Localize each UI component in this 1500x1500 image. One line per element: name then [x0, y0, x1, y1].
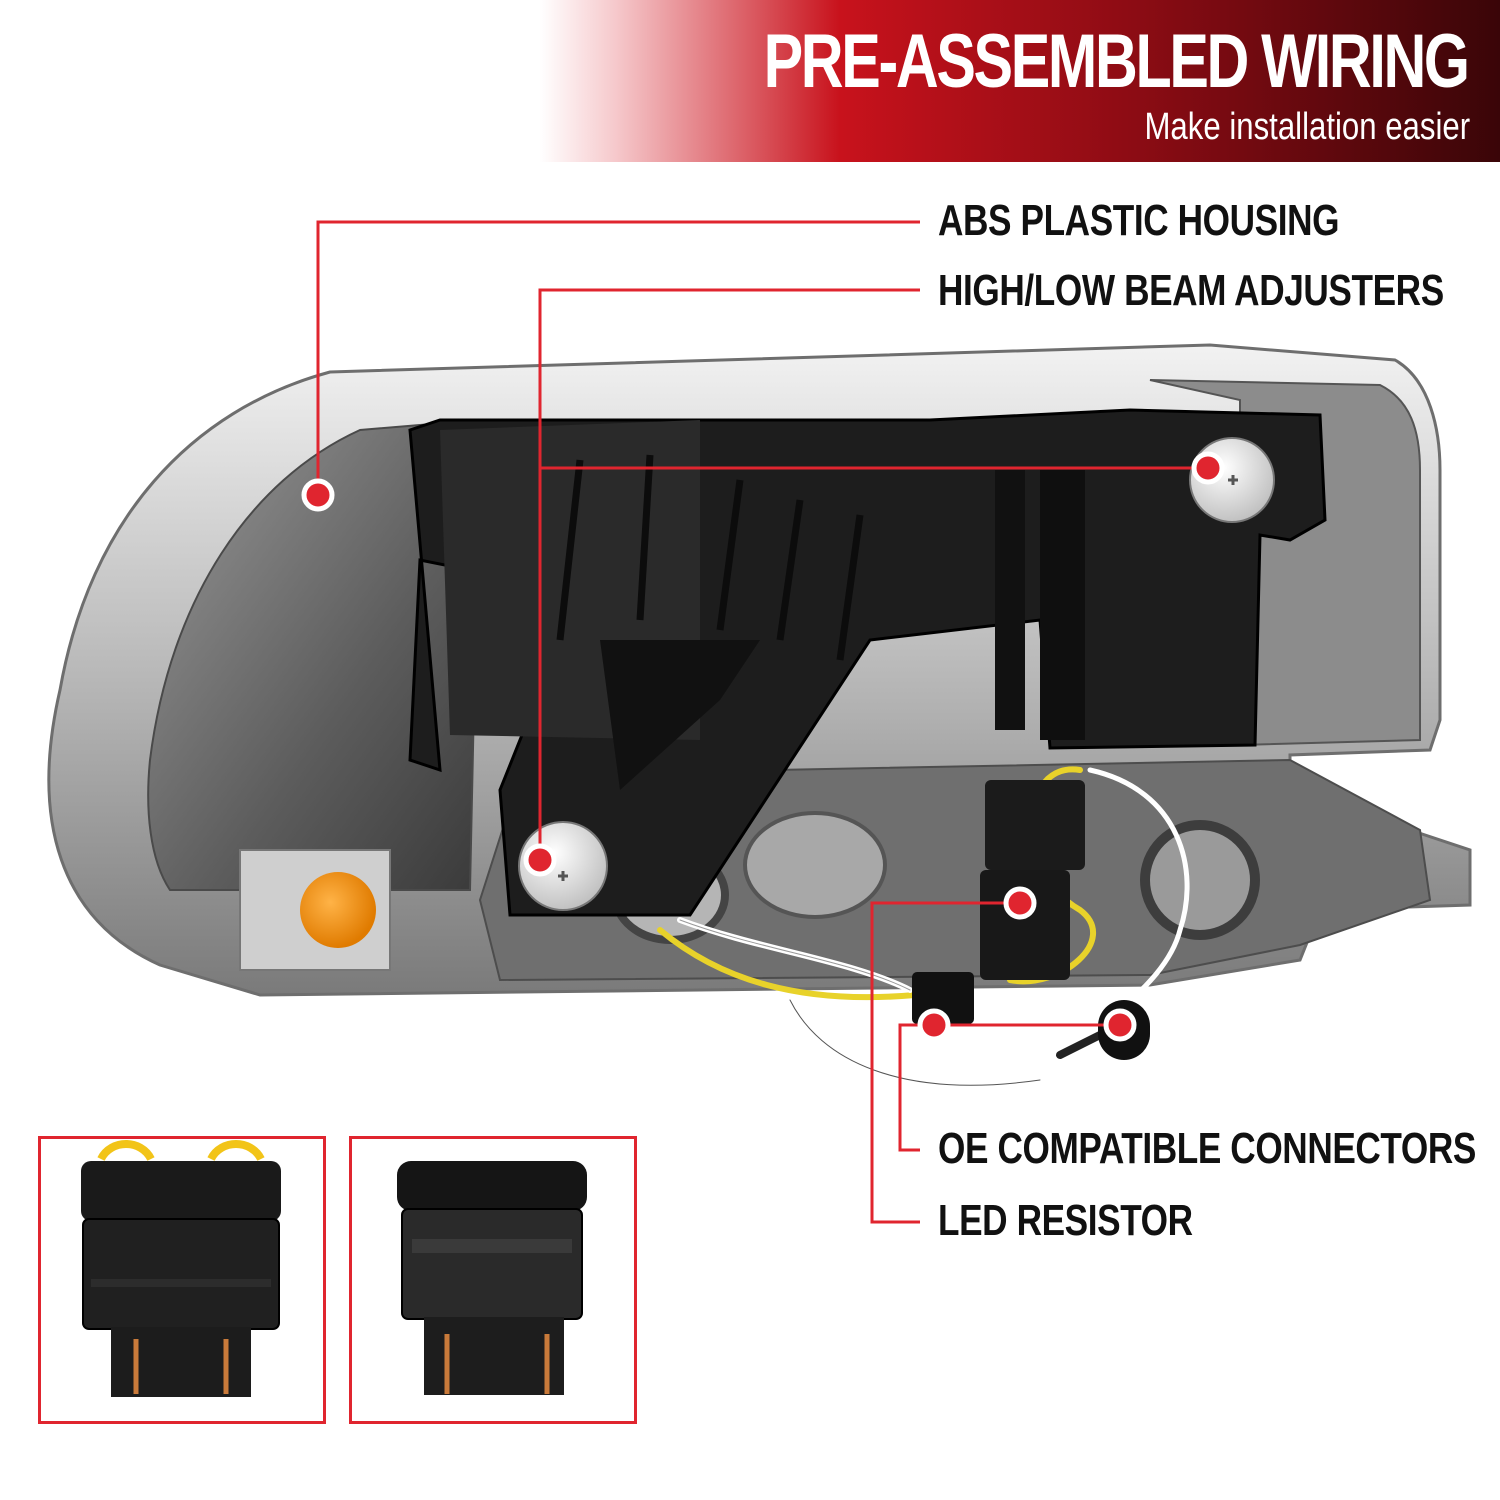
- connector-inset-left: [38, 1136, 326, 1424]
- adjuster-bracket: [408, 408, 1327, 917]
- callout-beam-adjusters: HIGH/LOW BEAM ADJUSTERS: [938, 266, 1444, 315]
- callout-led-resistor: LED RESISTOR: [938, 1196, 1193, 1245]
- banner-subtitle: Make installation easier: [1144, 106, 1470, 148]
- header-banner: PRE-ASSEMBLED WIRING Make installation e…: [0, 0, 1500, 162]
- callout-lines: [316, 220, 1208, 1224]
- amber-bulb: [239, 849, 391, 971]
- connector-photo-left: [81, 1140, 281, 1397]
- red-marker-dot-icon: [301, 451, 1225, 1042]
- connector-inset-right: [349, 1136, 637, 1424]
- callout-oe-connectors: OE COMPATIBLE CONNECTORS: [938, 1124, 1476, 1173]
- callout-abs-housing: ABS PLASTIC HOUSING: [938, 196, 1340, 245]
- banner-title: PRE-ASSEMBLED WIRING: [763, 19, 1470, 104]
- connector-photo-right: [397, 1161, 587, 1395]
